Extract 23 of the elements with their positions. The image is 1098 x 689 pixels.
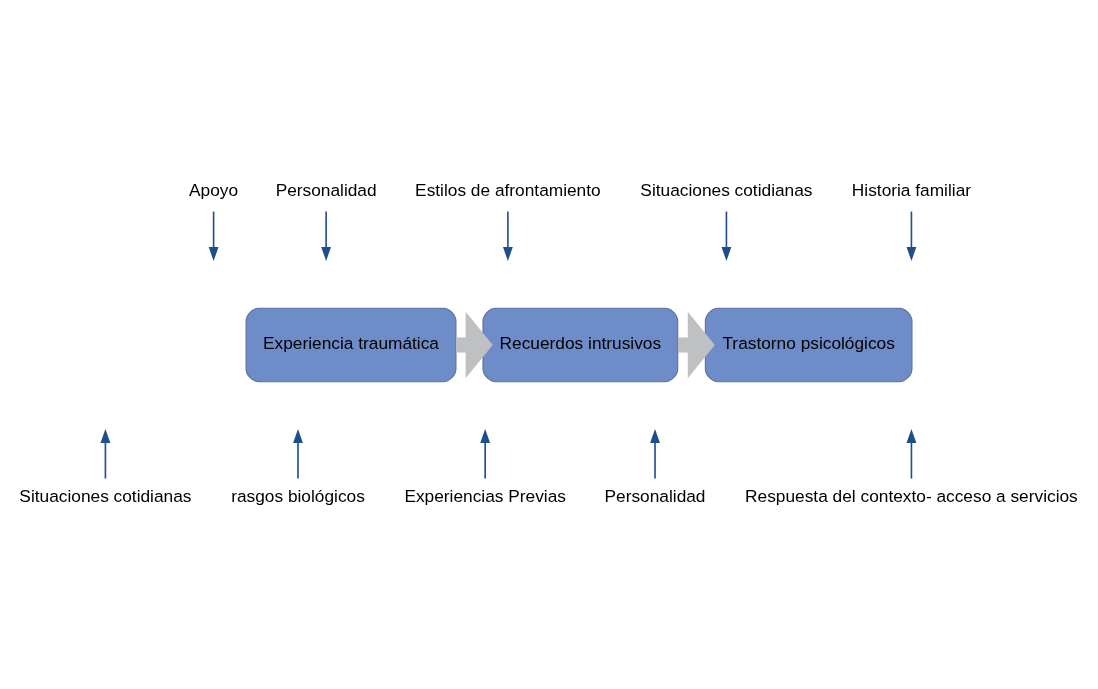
node-text: Estilos de afrontamiento: [415, 179, 601, 200]
arrow: [650, 428, 660, 479]
node-text: Apoyo: [189, 179, 239, 200]
arrow: [100, 428, 111, 479]
node-text: Personalidad: [604, 485, 706, 506]
arrow: [321, 210, 332, 261]
node-box: Recuerdos intrusivos: [482, 307, 679, 382]
node-box: Experiencia traumática: [245, 307, 457, 382]
arrow: [208, 210, 219, 261]
node-box: Trastorno psicológicos: [704, 307, 913, 382]
arrow: [480, 428, 491, 479]
node-text: Experiencias Previas: [404, 485, 566, 506]
node-text: Personalidad: [275, 179, 377, 200]
node-text: Situaciones cotidianas: [19, 485, 192, 506]
arrow: [293, 428, 303, 479]
node-text: Situaciones cotidianas: [640, 179, 813, 200]
node-text: Historia familiar: [851, 179, 972, 200]
node-text: Respuesta del contexto- acceso a servicios: [745, 485, 1078, 506]
arrow: [502, 210, 513, 261]
arrow: [906, 210, 917, 261]
node-text: rasgos biológicos: [231, 485, 365, 506]
arrow: [721, 210, 732, 261]
arrow: [906, 428, 917, 479]
